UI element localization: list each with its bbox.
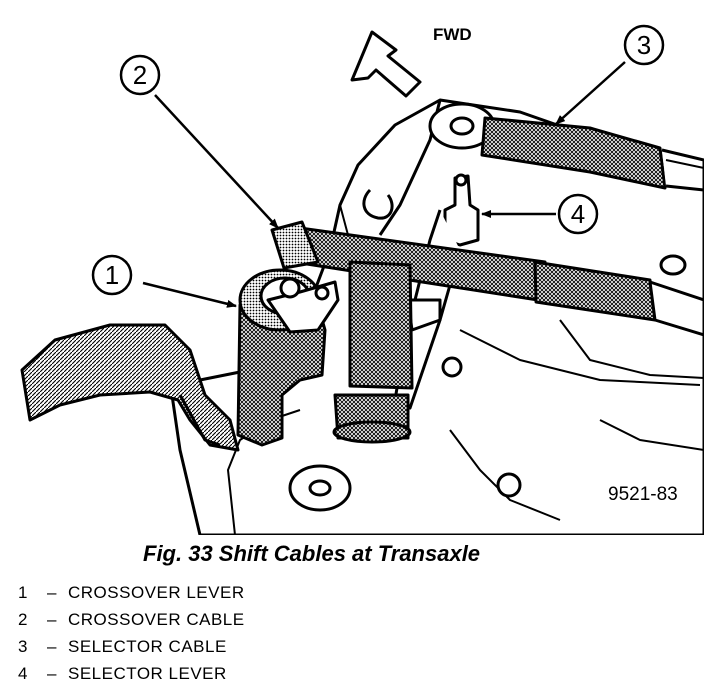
svg-text:1: 1	[105, 260, 119, 290]
shift-bracket	[20, 323, 240, 452]
crossover-cable	[270, 220, 704, 337]
callout-4: 4	[557, 193, 599, 235]
legend-item: 3–SELECTOR CABLE	[18, 637, 227, 656]
selector-cable	[480, 116, 704, 192]
callout-3: 3	[623, 24, 665, 66]
crossover-lever	[236, 268, 340, 447]
legend-item: 4–SELECTOR LEVER	[18, 664, 227, 683]
callout-2: 2	[119, 54, 161, 96]
selector-boot	[332, 260, 414, 444]
legend-item: 1–CROSSOVER LEVER	[18, 583, 245, 602]
legend-label: SELECTOR LEVER	[68, 664, 227, 683]
legend-label: CROSSOVER CABLE	[68, 610, 245, 629]
legend-item: 2–CROSSOVER CABLE	[18, 610, 245, 629]
housing-bosses	[288, 102, 522, 512]
svg-text:4: 4	[571, 199, 585, 229]
legend-label: CROSSOVER LEVER	[68, 583, 245, 602]
forward-label: FWD	[433, 25, 472, 44]
svg-text:3: 3	[637, 30, 651, 60]
leader-lines	[142, 61, 626, 308]
legend-label: SELECTOR CABLE	[68, 637, 227, 656]
callout-1: 1	[91, 254, 133, 296]
legend-list: 1–CROSSOVER LEVER 2–CROSSOVER CABLE 3–SE…	[18, 583, 245, 691]
reference-code: 9521-83	[608, 484, 678, 505]
figure-caption: Fig. 33 Shift Cables at Transaxle	[143, 541, 481, 566]
shift-cables-diagram: FWD 1 2 3 4 9521-83	[20, 24, 704, 535]
svg-text:2: 2	[133, 60, 147, 90]
forward-arrow: FWD	[350, 25, 472, 98]
